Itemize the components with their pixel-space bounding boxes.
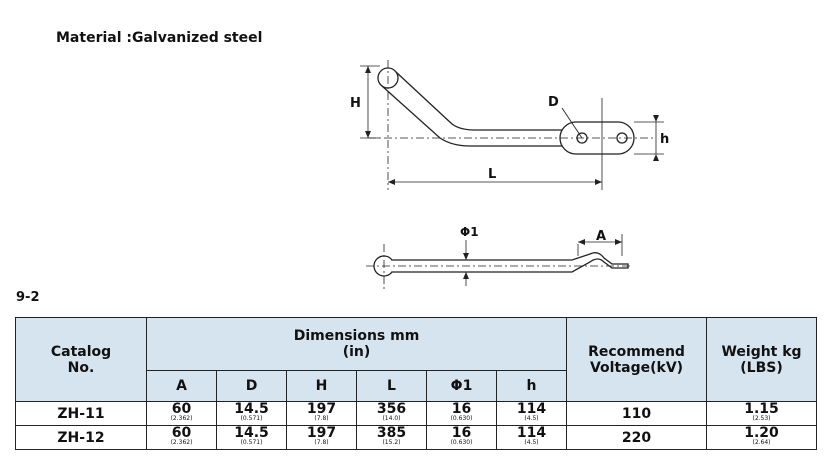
dim-cell: 356(14.0)	[356, 401, 427, 426]
catalog-cell: ZH-12	[15, 425, 147, 450]
weight-cell: 1.15(2.53)	[706, 401, 818, 426]
voltage-header: Recommend Voltage(kV)	[566, 317, 708, 402]
weight-unit: (LBS)	[740, 359, 783, 376]
col-phi: Φ1	[426, 370, 497, 402]
side-profile-outline	[392, 252, 629, 273]
col-h-upper: H	[286, 370, 357, 402]
dim-cell: 197(7.8)	[286, 401, 357, 426]
bracket-outline-lower	[381, 85, 590, 147]
weight-cell: 1.20(2.64)	[706, 425, 818, 450]
col-l: L	[356, 370, 427, 402]
label-l: L	[488, 167, 496, 182]
dim-cell: 60(2.362)	[146, 425, 217, 450]
label-h-upper: H	[350, 96, 361, 111]
catalog-cell: ZH-11	[15, 401, 147, 426]
section-label: 9-2	[16, 290, 40, 305]
spec-table: Catalog No. Dimensions mm (in) Recommend…	[15, 317, 818, 450]
col-a: A	[146, 370, 217, 402]
material-note: Material :Galvanized steel	[56, 30, 263, 46]
label-d: D	[548, 95, 559, 110]
table-row: ZH-11 60(2.362) 14.5(0.571) 197(7.8) 356…	[15, 401, 818, 426]
dimensions-header: Dimensions mm (in)	[145, 317, 568, 371]
voltage-cell: 110	[566, 401, 708, 426]
dim-cell: 385(15.2)	[356, 425, 427, 450]
dimensions-unit: (in)	[342, 344, 371, 360]
dim-cell: 114(4.5)	[495, 401, 568, 426]
dim-cell: 197(7.8)	[286, 425, 357, 450]
dim-cell: 16(0.630)	[426, 425, 497, 450]
weight-header: Weight kg (LBS)	[706, 317, 818, 402]
bracket-outline-upper	[395, 71, 590, 131]
label-h-lower: h	[660, 132, 669, 147]
dim-cell: 14.5(0.571)	[216, 401, 287, 426]
label-phi: Φ1	[460, 225, 479, 239]
voltage-cell: 220	[566, 425, 708, 450]
catalog-header: Catalog No.	[15, 317, 147, 402]
dim-cell: 60(2.362)	[146, 401, 217, 426]
label-a: A	[596, 229, 606, 244]
dimensions-title: Dimensions mm	[293, 328, 420, 344]
col-h-lower: h	[495, 370, 568, 402]
col-d: D	[216, 370, 287, 402]
dim-cell: 114(4.5)	[495, 425, 568, 450]
technical-drawing: H D h L Φ1 A	[350, 60, 669, 290]
weight-title: Weight kg	[721, 343, 802, 360]
dim-cell: 16(0.630)	[426, 401, 497, 426]
table-row: ZH-12 60(2.362) 14.5(0.571) 197(7.8) 385…	[15, 425, 818, 450]
dim-cell: 14.5(0.571)	[216, 425, 287, 450]
